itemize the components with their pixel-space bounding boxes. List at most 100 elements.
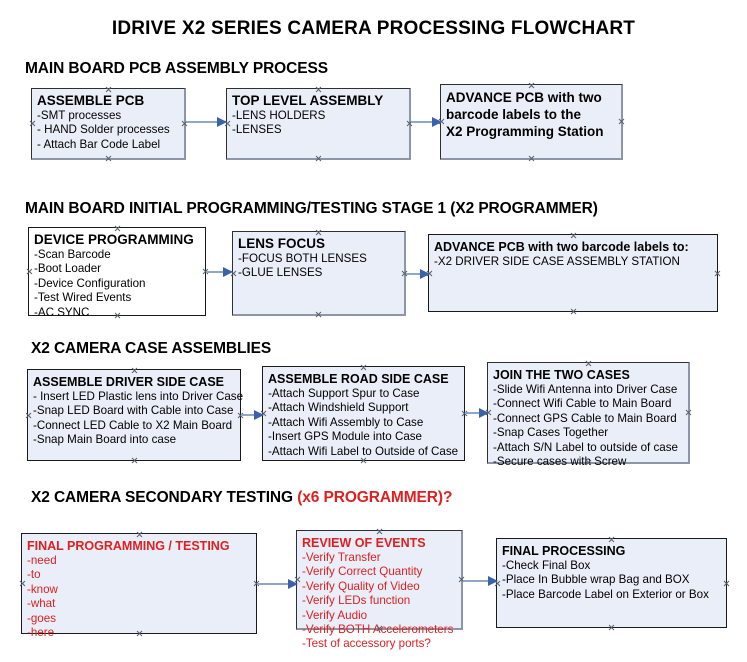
node-line: -Place In Bubble wrap Bag and BOX — [502, 573, 690, 587]
node-title: FINAL PROGRAMMING / TESTING — [27, 539, 230, 553]
node-line: -Verify BOTH Accelerometers — [302, 623, 454, 637]
arrow-lens-focus-to-advance-pcb — [406, 269, 430, 279]
connector-handle-top[interactable] — [136, 531, 143, 538]
node-line: -Boot Loader — [34, 262, 102, 276]
connector-handle-top[interactable] — [360, 364, 367, 371]
arrow-assemble-pcb-to-top-level — [186, 117, 227, 127]
connector-handle-left[interactable] — [19, 580, 26, 587]
connector-handle-bottom[interactable] — [528, 155, 535, 162]
connector-handle-top[interactable] — [131, 367, 138, 374]
connector-handle-top[interactable] — [105, 86, 112, 93]
node-line-overflow: -Test of accessory ports? — [302, 637, 431, 651]
node-assemble-road-side-case[interactable]: ASSEMBLE ROAD SIDE CASE -Attach Support … — [262, 366, 465, 461]
node-line: barcode labels to the — [446, 107, 582, 122]
node-line: -Verify Correct Quantity — [302, 565, 423, 579]
node-line: -Snap Cases Together — [493, 426, 609, 440]
node-line: - Attach Bar Code Label — [37, 137, 161, 151]
connector-handle-top[interactable] — [315, 86, 322, 93]
node-title: ASSEMBLE ROAD SIDE CASE — [268, 372, 449, 386]
connector-handle-top[interactable] — [114, 225, 121, 232]
page-title: IDRIVE X2 SERIES CAMERA PROCESSING FLOWC… — [111, 18, 636, 39]
node-line: -Snap LED Board with Cable into Case — [33, 404, 234, 418]
node-line: X2 Programming Station — [446, 124, 604, 139]
connector-handle-bottom[interactable] — [608, 624, 615, 631]
arrow-device-programming-to-lens-focus — [206, 267, 233, 277]
node-line: -Device Configuration — [34, 276, 146, 290]
connector-handle-bottom[interactable] — [570, 308, 577, 315]
section-heading-accent: (x6 PROGRAMMER)? — [297, 489, 453, 506]
section-heading-text: X2 CAMERA CASE ASSEMBLIES — [31, 340, 272, 357]
node-title: FINAL PROCESSING — [502, 544, 626, 558]
connector-handle-top[interactable] — [528, 82, 535, 89]
node-title: DEVICE PROGRAMMING — [34, 232, 194, 247]
node-line: -Attach Wifi Label to Outside of Case — [268, 444, 459, 458]
connector-handle-left[interactable] — [26, 268, 33, 275]
node-line: -FOCUS BOTH LENSES — [238, 252, 367, 265]
node-line: -what — [27, 597, 56, 611]
connector-handle-right[interactable] — [618, 118, 625, 125]
node-title: ADVANCE PCB with two barcode labels to: — [434, 240, 689, 254]
connector-handle-top[interactable] — [570, 232, 577, 239]
section-heading-text: X2 CAMERA SECONDARY TESTING — [31, 489, 298, 506]
node-line: -Connect LED Cable to X2 Main Board — [33, 418, 233, 432]
node-line: ADVANCE PCB with two — [446, 90, 602, 105]
node-line: -need — [27, 554, 57, 567]
node-title: REVIEW OF EVENTS — [302, 536, 426, 550]
node-line: -Secure cases with Screw — [493, 455, 627, 469]
node-final-programming-testing[interactable]: FINAL PROGRAMMING / TESTING -need -to -k… — [19, 531, 257, 639]
section-heading-main-board-pcb-assembly: MAIN BOARD PCB ASSEMBLY PROCESS — [25, 60, 328, 78]
arrow-final-programming-to-review-of-events — [257, 579, 298, 589]
node-line: -Test Wired Events — [34, 291, 132, 305]
section-heading-x2-camera-case-assemblies: X2 CAMERA CASE ASSEMBLIES — [31, 340, 271, 358]
node-lens-focus[interactable]: LENS FOCUS -FOCUS BOTH LENSES -GLUE LENS… — [232, 231, 406, 316]
connector-handle-top[interactable] — [608, 536, 615, 543]
node-title: TOP LEVEL ASSEMBLY — [232, 93, 384, 108]
node-line: -AC SYNC — [34, 305, 90, 319]
node-device-programming[interactable]: DEVICE PROGRAMMING -Scan Barcode -Boot L… — [26, 225, 206, 319]
arrow-road-side-to-join-cases — [465, 408, 489, 418]
node-title: JOIN THE TWO CASES — [493, 368, 630, 382]
connector-handle-bottom[interactable] — [105, 155, 112, 162]
connector-handle-top[interactable] — [315, 229, 322, 236]
connector-handle-bottom[interactable] — [131, 457, 138, 464]
connector-handle-right[interactable] — [714, 270, 721, 277]
node-title: LENS FOCUS — [238, 236, 326, 251]
node-advance-pcb-programming-station[interactable]: ADVANCE PCB with two barcode labels to t… — [440, 84, 623, 160]
arrow-top-level-to-advance-pcb — [411, 117, 442, 127]
connector-handle-top[interactable] — [376, 528, 383, 535]
node-line: -Check Final Box — [502, 559, 591, 572]
node-line: -X2 DRIVER SIDE CASE ASSEMBLY STATION — [434, 255, 680, 268]
connector-handle-right[interactable] — [685, 409, 692, 416]
node-line: -Attach Windshield Support — [268, 401, 409, 415]
connector-handle-bottom[interactable] — [315, 311, 322, 318]
node-line: -Place Barcode Label on Exterior or Box — [502, 587, 709, 601]
node-line: - Insert LED Plastic lens into Driver Ca… — [33, 390, 244, 403]
node-advance-pcb-driver-side-case[interactable]: ADVANCE PCB with two barcode labels to: … — [428, 234, 718, 312]
node-line: -SMT processes — [37, 109, 122, 122]
node-title: ASSEMBLE PCB — [37, 93, 145, 108]
node-final-processing[interactable]: FINAL PROCESSING -Check Final Box -Place… — [496, 538, 727, 628]
node-line: -here — [27, 626, 55, 640]
node-line: -Insert GPS Module into Case — [268, 430, 423, 444]
section-heading-main-board-initial-programming: MAIN BOARD INITIAL PROGRAMMING/TESTING S… — [25, 200, 598, 218]
connector-handle-bottom[interactable] — [315, 155, 322, 162]
node-assemble-pcb[interactable]: ASSEMBLE PCB -SMT processes - HAND Solde… — [31, 88, 186, 160]
node-review-of-events[interactable]: REVIEW OF EVENTS -Verify Transfer -Verif… — [296, 528, 463, 650]
node-top-level-assembly[interactable]: TOP LEVEL ASSEMBLY -LENS HOLDERS -LENSES — [226, 88, 411, 160]
connector-handle-left[interactable] — [25, 412, 32, 419]
section-heading-text: MAIN BOARD PCB ASSEMBLY PROCESS — [25, 60, 328, 77]
connector-handle-top[interactable] — [585, 360, 592, 367]
node-line: -Attach S/N Label to outside of case — [493, 440, 678, 454]
node-assemble-driver-side-case[interactable]: ASSEMBLE DRIVER SIDE CASE - Insert LED P… — [25, 367, 244, 464]
node-line: -Scan Barcode — [34, 248, 111, 261]
node-line: -Verify Quality of Video — [302, 579, 420, 593]
node-line: -Connect Wifi Cable to Main Board — [493, 397, 672, 411]
connector-handle-left[interactable] — [29, 120, 36, 127]
connector-handle-right[interactable] — [723, 580, 730, 587]
node-line: -GLUE LENSES — [238, 266, 323, 280]
node-join-the-two-cases[interactable]: JOIN THE TWO CASES -Slide Wifi Antenna i… — [487, 360, 692, 468]
node-line: -goes — [27, 611, 57, 625]
node-line: -LENS HOLDERS — [232, 109, 326, 122]
node-line: -Attach Support Spur to Case — [268, 387, 420, 400]
